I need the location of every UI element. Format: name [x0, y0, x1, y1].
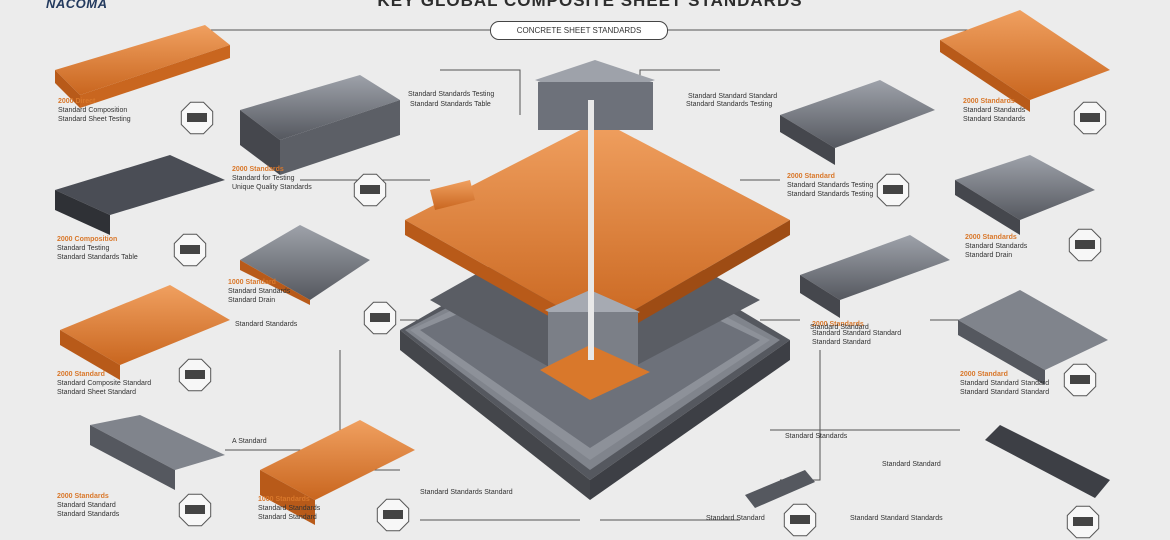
spec-label-line: Standard Standards [965, 243, 1028, 250]
badge-icon [1063, 363, 1097, 397]
sheet-graphic [260, 420, 415, 525]
callout-text: Standard Standard [810, 324, 869, 331]
sheet-graphic [955, 155, 1095, 235]
spec-label-line: Standard Standards Table [57, 254, 138, 261]
page-title: KEY GLOBAL COMPOSITE SHEET STANDARDS [377, 0, 803, 10]
spec-label-heading: 2000 Composition [57, 236, 118, 243]
badge-icon [353, 173, 387, 207]
spec-label-heading: 2000 Standards [812, 321, 864, 328]
spec-label-line: Standard Standards [57, 511, 120, 518]
badge-icon [363, 301, 397, 335]
callout-text: Standard Standards Table [410, 101, 491, 108]
badge-icon [1073, 101, 1107, 135]
spec-label-heading: 2000 Standards [963, 98, 1015, 105]
sheet-graphic [985, 425, 1110, 498]
badge-group [173, 101, 1107, 539]
sheet-graphic [958, 290, 1108, 385]
spec-label-heading: 1000 Standard [228, 279, 276, 286]
callout-text: Standard Standards [235, 321, 298, 328]
spec-label-line: Standard Standard [812, 339, 871, 346]
spec-label-heading: 1000 Standards [258, 496, 310, 503]
subtitle-pill: CONCRETE SHEET STANDARDS [490, 21, 668, 40]
badge-icon [376, 498, 410, 532]
callout-text: A Standard [232, 438, 267, 445]
sheet-graphic [90, 415, 225, 490]
spec-label-line: Standard Standard [57, 502, 116, 509]
sheet-graphic [60, 285, 230, 380]
sheet-graphic [240, 225, 370, 305]
spec-label-line: Standard Sheet Testing [58, 116, 131, 123]
spec-label-heading: 2000 Standards [57, 493, 109, 500]
sheet-graphic [430, 180, 475, 210]
spec-label-line: Standard Standards [228, 288, 291, 295]
callout-text: Standard Standards Standard [420, 489, 513, 496]
badge-icon [180, 101, 214, 135]
badge-icon [173, 233, 207, 267]
badge-icon [1066, 505, 1100, 539]
sheet-graphic [745, 470, 815, 508]
callout-text: Standard Standards [785, 433, 848, 440]
sheet-graphic [240, 75, 400, 175]
callout-text: Standard Standard [882, 461, 941, 468]
badge-icon [1068, 228, 1102, 262]
spec-label-heading: 2000 Direct [58, 98, 96, 105]
spec-label-heading: 2000 Standard [57, 371, 105, 378]
callout-text: Standard Standards Testing [408, 91, 495, 98]
callout-text: Standard Standard [706, 515, 765, 522]
spec-label-line: Standard Testing [57, 245, 110, 252]
spec-label-line: Standard Standards [258, 505, 321, 512]
sheet-graphic [55, 155, 225, 235]
callout-text: Standard Standard Standard [688, 93, 778, 100]
spec-label-line: Standard Standards Testing [787, 182, 874, 189]
callout-text: Standard Standard Standards [850, 515, 943, 522]
spec-label-heading: 2000 Standard [960, 371, 1008, 378]
sheet-graphic [55, 25, 230, 108]
spec-label-line: Standard Standard [258, 514, 317, 521]
badge-icon [178, 493, 212, 527]
callout-text: Standard Standards Testing [686, 101, 773, 108]
spec-label-line: Standard Standards Testing [787, 191, 874, 198]
spec-label-line: Standard Composite Standard [57, 380, 152, 387]
spec-label-heading: 2000 Standards [965, 234, 1017, 241]
spec-label-line: Standard Sheet Standard [57, 389, 137, 396]
spec-label-line: Standard Standard Standard [812, 330, 902, 337]
spec-label-line: Standard Standards [963, 107, 1026, 114]
sheet-graphic [780, 80, 935, 165]
spec-label-line: Standard Drain [228, 297, 276, 304]
spec-label-line: Standard Composition [58, 107, 128, 114]
logo: NACOMA [46, 0, 108, 11]
badge-icon [783, 503, 817, 537]
spec-label-line: Standard Standard Standard [960, 389, 1050, 396]
spec-label-line: Standard Drain [965, 252, 1013, 259]
badge-icon [178, 358, 212, 392]
sheet-graphic [800, 235, 950, 318]
center-stack-graphic [400, 60, 790, 500]
spec-label-heading: 2000 Standards [232, 166, 284, 173]
spec-label-heading: 2000 Standard [787, 173, 835, 180]
spec-label-line: Standard for Testing [232, 175, 295, 182]
spec-label-line: Unique Quality Standards [232, 184, 312, 191]
spec-label-line: Standard Standards [963, 116, 1026, 123]
spec-label-line: Standard Standard Standard [960, 380, 1050, 387]
badge-icon [876, 173, 910, 207]
sheet-graphic [940, 10, 1110, 112]
